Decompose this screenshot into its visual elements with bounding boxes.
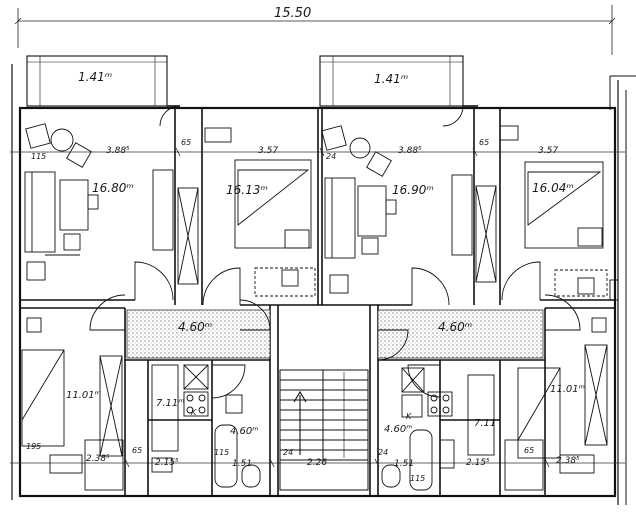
dim-24-right: 24 <box>326 152 337 161</box>
dim-115-bottom-right: 115 <box>410 474 426 483</box>
hall-right-area: 4.60ᵐ <box>438 320 473 334</box>
overall-width-label: 15.50 <box>274 6 312 21</box>
balcony-right-area: 1.41ᵐ <box>374 72 409 86</box>
dim-151-right: 1.51 <box>394 459 415 469</box>
furniture-bedroom-left <box>177 127 316 297</box>
bath-left-area: 4.60ᵐ <box>230 426 259 437</box>
kitchen-right <box>401 367 495 456</box>
hall-left <box>126 309 271 359</box>
staircase <box>279 369 369 491</box>
furniture-living-left <box>24 123 174 281</box>
dim-357-left: 3.57 <box>258 146 279 156</box>
kitchen-right-letter: K <box>406 412 412 421</box>
furniture-room-left <box>21 317 124 491</box>
dim-65-bottom-right: 65 <box>524 446 535 455</box>
room-left-area: 11.01ᵐ <box>66 390 101 401</box>
dim-65-bottom-left: 65 <box>132 446 143 455</box>
dim-215-left: 2.15⁵ <box>155 458 179 468</box>
overall-dimension-line <box>14 5 616 55</box>
balcony-left <box>26 55 168 107</box>
dim-115-bottom: 115 <box>214 448 230 457</box>
dim-65-left: 65 <box>181 138 192 147</box>
kitchen-left <box>151 364 243 452</box>
door-arcs <box>89 105 581 399</box>
dim-24-bottom: 24 <box>283 448 294 457</box>
dim-151-left: 1.51 <box>232 459 253 469</box>
hall-right <box>377 309 544 359</box>
hall-left-area: 4.60ᵐ <box>178 320 213 334</box>
dim-65-right: 65 <box>479 138 490 147</box>
kitchen-left-area: 7.11ᵐ <box>156 398 185 409</box>
dim-195: 195 <box>26 442 42 451</box>
furniture-room-right <box>504 317 608 491</box>
room-right-area: 11.01ᵐ <box>550 384 585 395</box>
dim-388-left: 3.88⁵ <box>106 146 130 156</box>
dim-215-right: 2.15⁵ <box>466 458 490 468</box>
dim-388-right: 3.88⁵ <box>398 146 422 156</box>
bedroom-left-area: 16.13ᵐ <box>226 183 268 197</box>
dim-226: 2.26 <box>307 458 328 468</box>
bathroom-left <box>151 424 261 488</box>
furniture-bedroom-right <box>475 125 619 301</box>
kitchen-left-letter: K <box>191 408 197 417</box>
dim-115-left: 115 <box>31 152 47 161</box>
balcony-left-area: 1.41ᵐ <box>78 70 113 84</box>
living-left-area: 16.80ᵐ <box>92 181 134 195</box>
living-right-area: 16.90ᵐ <box>392 183 434 197</box>
dim-24-bottom-2: 24 <box>378 448 389 457</box>
balcony-right <box>319 55 464 107</box>
dim-238-right: 2.38⁵ <box>556 456 580 466</box>
dim-357-right: 3.57 <box>538 146 559 156</box>
bathroom-right <box>381 429 455 491</box>
internal-walls <box>20 105 615 496</box>
kitchen-right-area: 7.11 <box>474 418 497 429</box>
bath-right-area: 4.60ᵐ <box>384 424 413 435</box>
furniture-living-right <box>321 125 473 294</box>
dim-238-left: 2.38⁵ <box>86 454 110 464</box>
bedroom-right-area: 16.04ᵐ <box>532 181 574 195</box>
